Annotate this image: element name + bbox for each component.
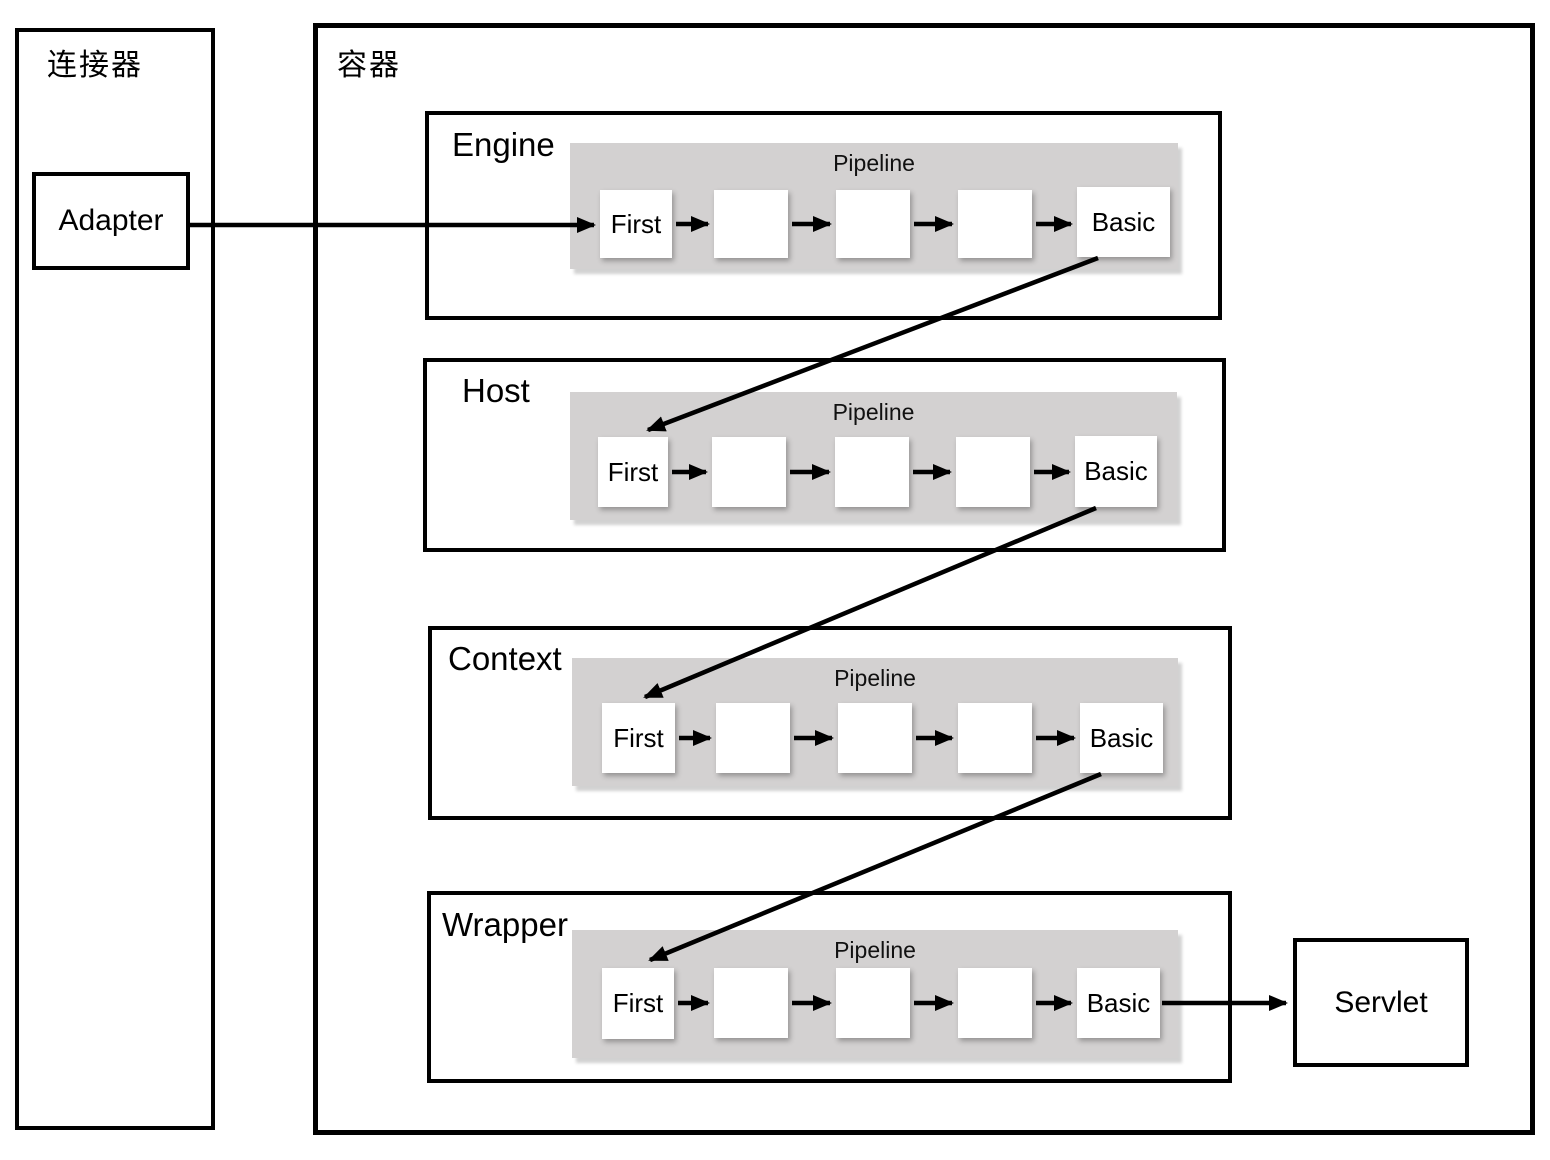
wrapper-label: Wrapper bbox=[442, 906, 568, 943]
engine-valve-2 bbox=[714, 190, 788, 258]
context-valve-3 bbox=[838, 703, 912, 773]
wrapper-valve-2 bbox=[714, 968, 788, 1038]
engine-label: Engine bbox=[452, 126, 555, 163]
host-label: Host bbox=[462, 372, 530, 409]
context-label: Context bbox=[448, 640, 562, 677]
wrapper-valve-3 bbox=[836, 968, 910, 1038]
pipeline-label: Pipeline bbox=[832, 399, 915, 425]
container-label: 容器 bbox=[337, 49, 401, 82]
wrapper-valve-basic: Basic bbox=[1077, 968, 1160, 1038]
host-valve-4 bbox=[956, 437, 1030, 507]
wrapper-valve-4 bbox=[958, 968, 1032, 1038]
context-valve-4 bbox=[958, 703, 1032, 773]
context-valve-2 bbox=[716, 703, 790, 773]
context-valve-first: First bbox=[602, 703, 675, 773]
host-valve-2 bbox=[712, 437, 786, 507]
pipeline-label: Pipeline bbox=[834, 665, 916, 691]
host-valve-3 bbox=[835, 437, 909, 507]
adapter-label: Adapter bbox=[58, 204, 164, 237]
host-valve-basic: Basic bbox=[1075, 436, 1157, 507]
engine-valve-basic: Basic bbox=[1077, 187, 1170, 257]
context-valve-basic: Basic bbox=[1080, 703, 1163, 773]
connector-label: 连接器 bbox=[47, 49, 143, 82]
engine-valve-3 bbox=[836, 190, 910, 258]
host-valve-first: First bbox=[598, 437, 668, 507]
wrapper-valve-first: First bbox=[602, 968, 674, 1039]
pipeline-label: Pipeline bbox=[834, 937, 916, 963]
engine-valve-first: First bbox=[600, 190, 672, 258]
adapter-box: Adapter bbox=[32, 172, 190, 270]
engine-valve-4 bbox=[958, 190, 1032, 258]
servlet-box: Servlet bbox=[1293, 938, 1469, 1067]
pipeline-label: Pipeline bbox=[833, 150, 915, 176]
servlet-label: Servlet bbox=[1334, 985, 1428, 1019]
